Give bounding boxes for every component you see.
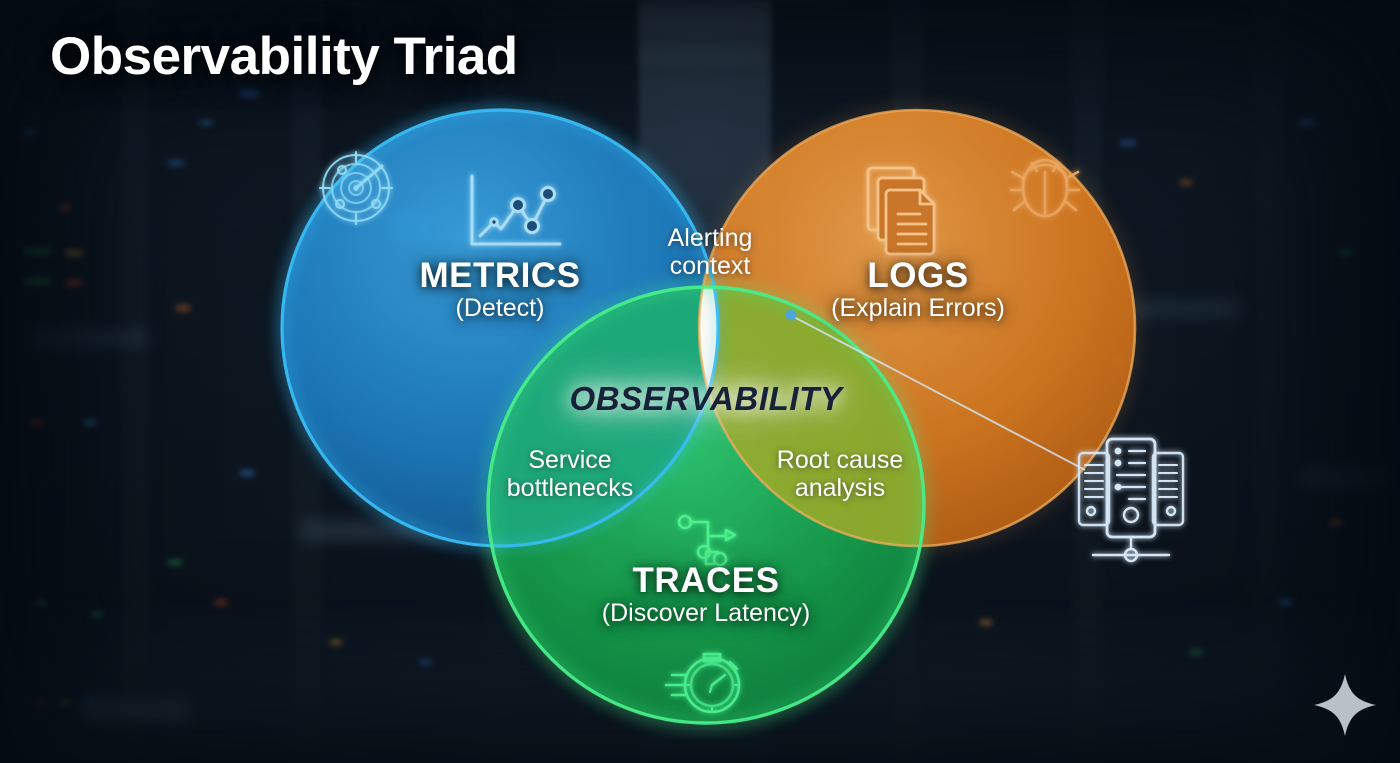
- intersection-alerting-context-line2: context: [669, 252, 751, 280]
- intersection-root-cause-analysis-line1: Root cause: [776, 446, 904, 474]
- stopwatch-icon: [664, 652, 741, 714]
- center-label-observability: OBSERVABILITY: [569, 380, 843, 417]
- bug-icon: [1009, 158, 1081, 218]
- page-title: Observability Triad: [50, 27, 518, 86]
- node-graph-icon: [677, 514, 737, 567]
- label-traces-subtitle: (Discover Latency): [601, 599, 811, 628]
- sparkle-icon: [1314, 674, 1376, 736]
- circle-metrics-stroke: [280, 108, 720, 548]
- documents-icon: [866, 166, 936, 256]
- line-chart-icon: [470, 174, 562, 246]
- label-logs: LOGS (Explain Errors): [793, 256, 1043, 323]
- label-logs-title: LOGS: [867, 256, 969, 295]
- circle-traces-stroke: [486, 285, 926, 725]
- intersection-root-cause-analysis: Root cause analysis: [742, 446, 938, 502]
- label-metrics-subtitle: (Detect): [455, 294, 545, 323]
- intersection-alerting-context: Alerting context: [620, 224, 800, 280]
- label-traces-title: TRACES: [632, 561, 780, 600]
- label-traces: TRACES (Discover Latency): [566, 561, 846, 628]
- label-logs-subtitle: (Explain Errors): [831, 294, 1005, 323]
- intersection-service-bottlenecks-line1: Service: [528, 446, 612, 474]
- intersection-alerting-context-line1: Alerting: [667, 224, 753, 252]
- circle-logs-stroke: [697, 108, 1137, 548]
- connector-node: [785, 309, 797, 321]
- label-metrics: METRICS (Detect): [380, 256, 620, 323]
- label-metrics-title: METRICS: [419, 256, 581, 295]
- intersection-service-bottlenecks: Service bottlenecks: [472, 446, 668, 502]
- connector-line: [791, 315, 1086, 471]
- radar-icon: [319, 151, 393, 225]
- intersection-service-bottlenecks-line2: bottlenecks: [506, 474, 634, 502]
- server-rack-icon: [1077, 437, 1185, 563]
- intersection-root-cause-analysis-line2: analysis: [794, 474, 886, 502]
